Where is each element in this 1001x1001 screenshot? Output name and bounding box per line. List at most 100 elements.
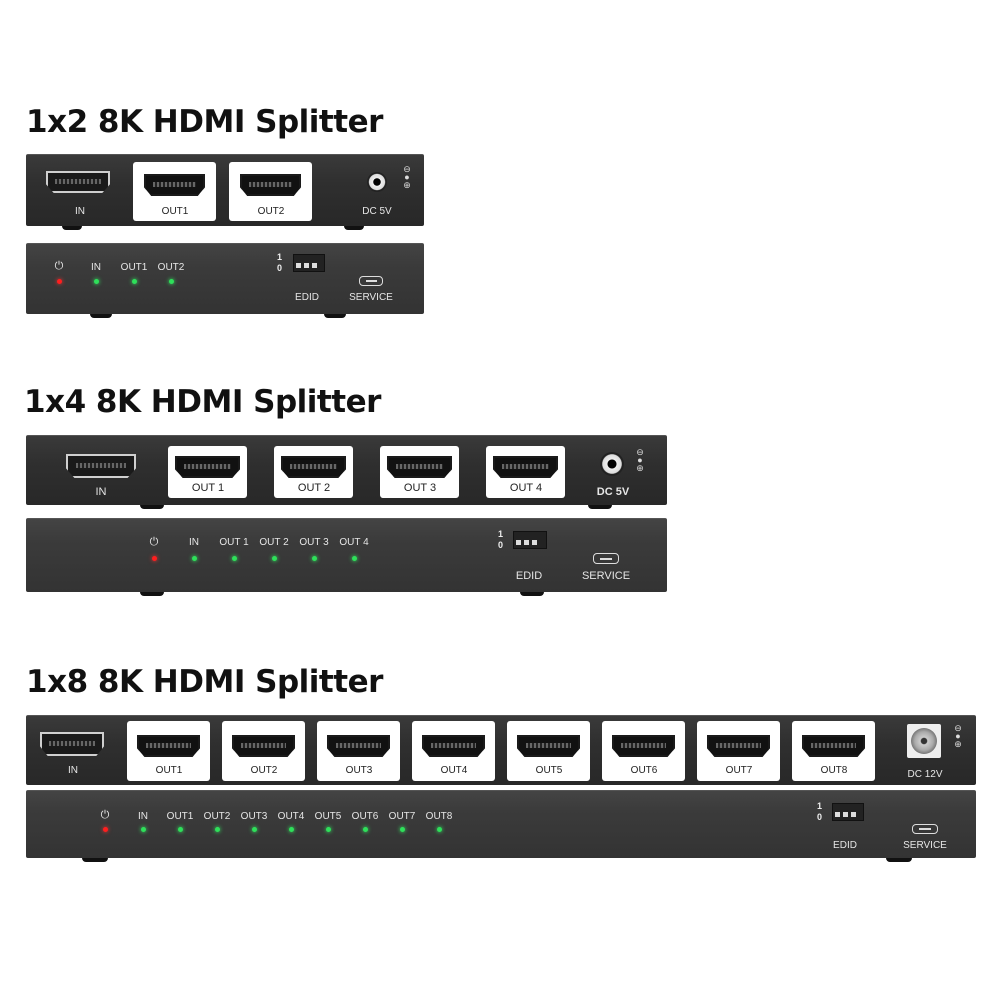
led-label-in: IN <box>189 537 199 548</box>
led-out7 <box>400 827 405 832</box>
power-icon: ⏻ <box>149 536 159 548</box>
port-label-out3: OUT3 <box>345 765 373 776</box>
dc-power-connector[interactable] <box>907 724 941 758</box>
led-out4 <box>289 827 294 832</box>
splitter-1x2-title: 1x2 8K HDMI Splitter <box>26 104 383 140</box>
port-label-in: IN <box>95 486 107 498</box>
port-label-out8: OUT8 <box>820 765 848 776</box>
hdmi-out1-port[interactable]: OUT1 <box>133 162 216 221</box>
hdmi-out8-port[interactable]: OUT8 <box>792 721 875 781</box>
led-in <box>192 556 197 561</box>
hdmi-out2-port[interactable]: OUT2 <box>229 162 312 221</box>
port-label-out6: OUT6 <box>630 765 658 776</box>
edid-dip-switch[interactable] <box>513 531 547 549</box>
splitter-1x8-title: 1x8 8K HDMI Splitter <box>26 664 383 700</box>
led-label-out1: OUT 1 <box>219 537 249 548</box>
led-out4 <box>352 556 357 561</box>
hdmi-in-port[interactable] <box>38 728 108 768</box>
hdmi-out3-port[interactable]: OUT3 <box>317 721 400 781</box>
power-led <box>152 556 157 561</box>
service-label: SERVICE <box>903 840 947 851</box>
dc-power-jack[interactable] <box>367 172 387 192</box>
port-label-out4: OUT 4 <box>509 482 543 494</box>
splitter-1x4-title: 1x4 8K HDMI Splitter <box>24 384 381 420</box>
led-out2 <box>169 279 174 284</box>
polarity-icon: ⊖●⊕ <box>636 447 644 473</box>
edid-label: EDID <box>833 840 857 851</box>
led-out5 <box>326 827 331 832</box>
service-usb-port[interactable] <box>359 276 383 286</box>
port-label-in: IN <box>68 765 78 776</box>
polarity-icon: ⊖●⊕ <box>954 723 962 749</box>
led-label-out1: OUT1 <box>120 262 148 273</box>
service-usb-port[interactable] <box>593 553 619 564</box>
splitter-1x2-back-panel: IN OUT1 OUT2 DC 5V ⊖●⊕ <box>26 154 424 226</box>
led-label-out2: OUT2 <box>203 811 231 822</box>
power-led <box>57 279 62 284</box>
hdmi-out7-port[interactable]: OUT7 <box>697 721 780 781</box>
led-out2 <box>215 827 220 832</box>
port-label-out2: OUT2 <box>250 765 278 776</box>
led-out6 <box>363 827 368 832</box>
led-in <box>94 279 99 284</box>
led-out3 <box>252 827 257 832</box>
port-label-out1: OUT1 <box>161 206 189 217</box>
led-label-out4: OUT 4 <box>339 537 369 548</box>
led-in <box>141 827 146 832</box>
port-label-out2: OUT2 <box>257 206 285 217</box>
led-label-in: IN <box>138 811 148 822</box>
hdmi-out6-port[interactable]: OUT6 <box>602 721 685 781</box>
led-label-out3: OUT 3 <box>299 537 329 548</box>
port-label-out3: OUT 3 <box>403 482 437 494</box>
led-label-out4: OUT4 <box>277 811 305 822</box>
hdmi-in-port[interactable] <box>44 167 114 212</box>
service-usb-port[interactable] <box>912 824 938 834</box>
port-label-out4: OUT4 <box>440 765 468 776</box>
led-out1 <box>178 827 183 832</box>
hdmi-out4-port[interactable]: OUT 4 <box>486 446 565 498</box>
led-label-out8: OUT8 <box>425 811 453 822</box>
led-label-out2: OUT 2 <box>259 537 289 548</box>
led-label-out3: OUT3 <box>240 811 268 822</box>
dc-power-jack[interactable] <box>600 452 624 476</box>
hdmi-out1-port[interactable]: OUT 1 <box>168 446 247 498</box>
splitter-1x8-front-panel: ⏻ IN OUT1 OUT2 OUT3 OUT4 OUT5 OUT6 OUT7 … <box>26 790 976 858</box>
edid-dip-switch[interactable] <box>293 254 325 272</box>
power-label: DC 5V <box>596 486 630 498</box>
service-label: SERVICE <box>349 292 393 303</box>
hdmi-out1-port[interactable]: OUT1 <box>127 721 210 781</box>
led-label-out1: OUT1 <box>166 811 194 822</box>
hdmi-out2-port[interactable]: OUT2 <box>222 721 305 781</box>
port-label-out2: OUT 2 <box>297 482 331 494</box>
port-label-out1: OUT1 <box>155 765 183 776</box>
led-out2 <box>272 556 277 561</box>
edid-label: EDID <box>295 292 319 303</box>
edid-label: EDID <box>515 570 543 582</box>
service-label: SERVICE <box>581 570 631 582</box>
edid-dip-switch[interactable] <box>832 803 864 821</box>
power-icon: ⏻ <box>54 260 64 272</box>
splitter-1x4-back-panel: IN OUT 1 OUT 2 OUT 3 OUT 4 DC 5V ⊖●⊕ <box>26 435 667 505</box>
hdmi-out3-port[interactable]: OUT 3 <box>380 446 459 498</box>
hdmi-in-port[interactable] <box>64 450 138 485</box>
led-out1 <box>232 556 237 561</box>
hdmi-out2-port[interactable]: OUT 2 <box>274 446 353 498</box>
port-label-out7: OUT7 <box>725 765 753 776</box>
led-out8 <box>437 827 442 832</box>
led-label-in: IN <box>91 262 101 273</box>
hdmi-out4-port[interactable]: OUT4 <box>412 721 495 781</box>
port-label-in: IN <box>75 206 85 217</box>
polarity-icon: ⊖●⊕ <box>403 164 411 190</box>
splitter-1x8-back-panel: IN OUT1 OUT2 OUT3 OUT4 OUT5 OUT6 OUT7 OU… <box>26 715 976 785</box>
power-led <box>103 827 108 832</box>
port-label-out1: OUT 1 <box>191 482 225 494</box>
led-label-out7: OUT7 <box>388 811 416 822</box>
power-label: DC 5V <box>362 206 392 217</box>
led-label-out6: OUT6 <box>351 811 379 822</box>
led-out3 <box>312 556 317 561</box>
led-label-out5: OUT5 <box>314 811 342 822</box>
hdmi-out5-port[interactable]: OUT5 <box>507 721 590 781</box>
